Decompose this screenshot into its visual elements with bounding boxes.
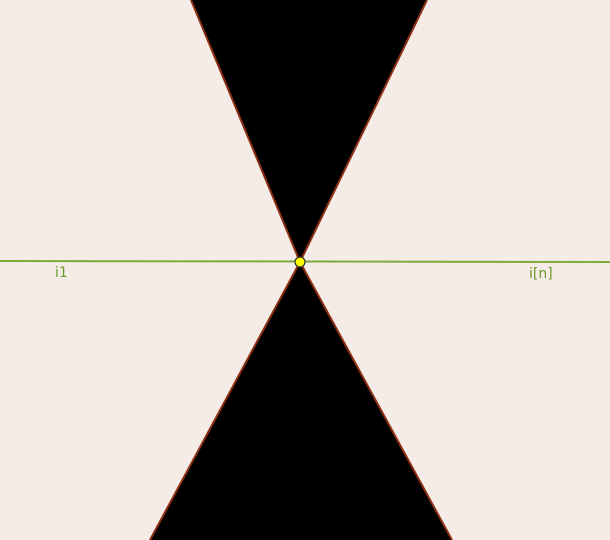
vertex-point[interactable] (294, 256, 306, 268)
cone-edge-lower-left[interactable] (149, 261, 301, 540)
upper-cone-region[interactable] (191, 0, 427, 262)
cone-edge-upper-left[interactable] (190, 0, 301, 263)
line-label-i1[interactable]: i1 (55, 265, 68, 281)
lower-cone-region[interactable] (150, 262, 452, 540)
cone-edge-upper-right[interactable] (299, 0, 428, 263)
line-label-in[interactable]: i[n] (529, 266, 553, 282)
cone-edge-lower-right[interactable] (299, 261, 453, 540)
